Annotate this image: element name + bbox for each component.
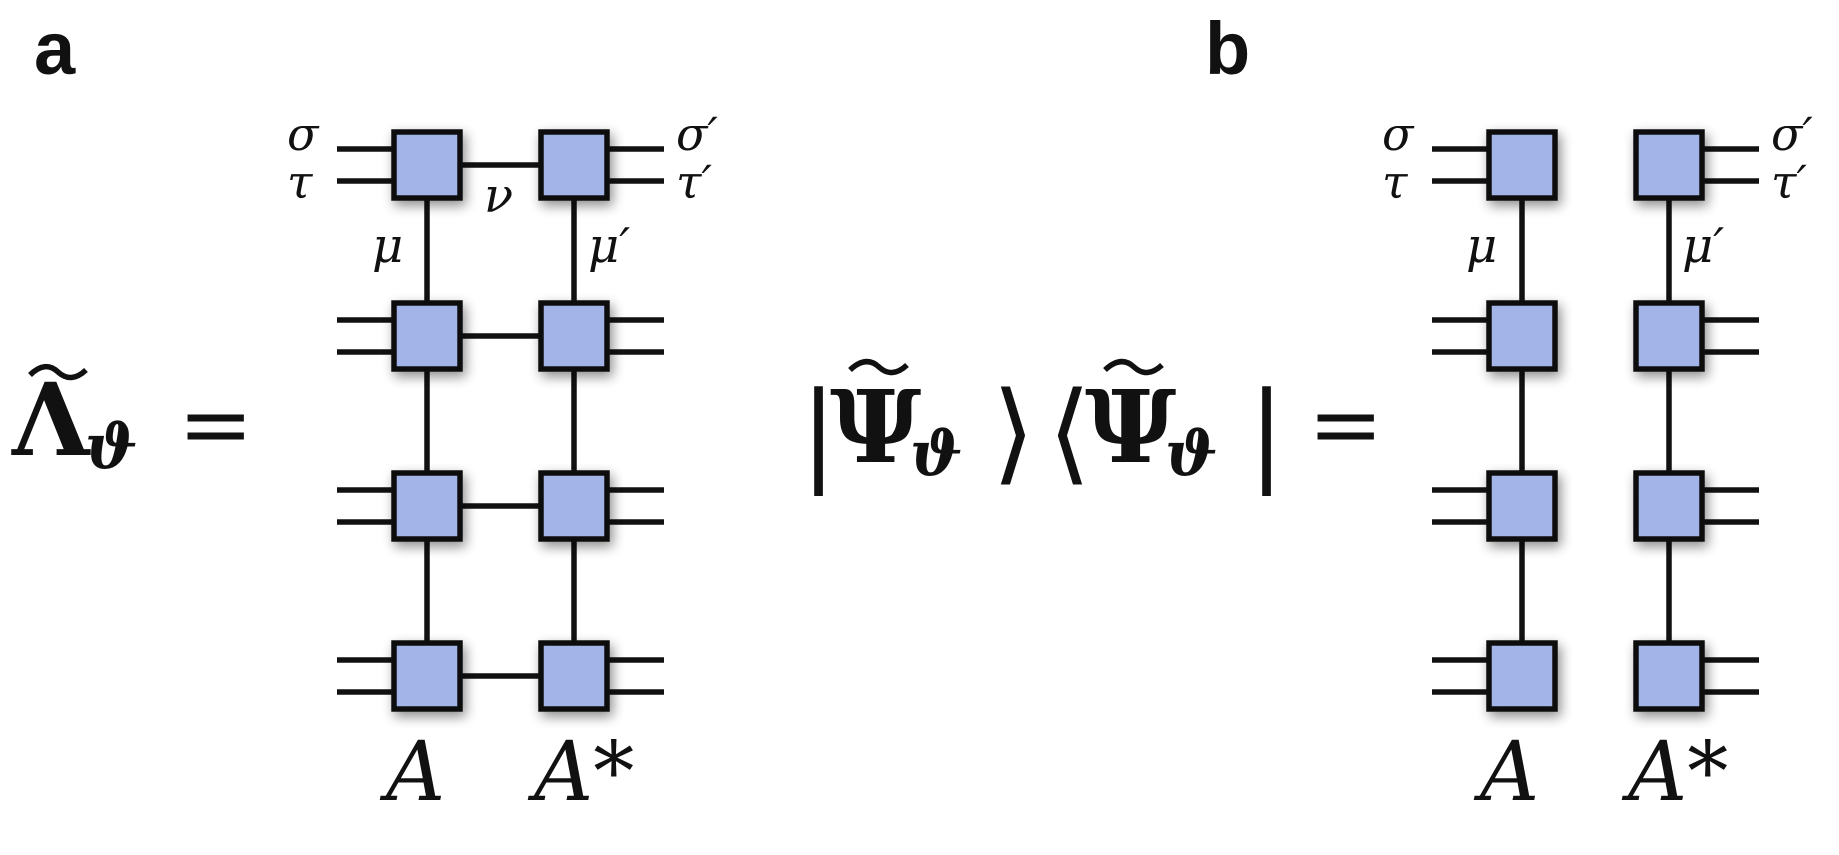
panel-b-lhs: | Ψ ϑ ⟩ ⟨ Ψ ϑ | = — [800, 359, 1383, 496]
equals-sign-b: = — [1308, 372, 1383, 477]
net-b-tensor-A-3 — [1486, 640, 1558, 712]
net-b-tensor-A-2 — [1486, 470, 1558, 542]
ket-close: ⟩ — [992, 368, 1035, 496]
psi-symbol-ket: Ψ — [830, 368, 921, 486]
panel-b-label: b — [1205, 7, 1250, 90]
tensor-network-a — [337, 129, 664, 712]
net-b-tensor-Astar-2 — [1633, 470, 1705, 542]
nu-label-a: ν — [484, 168, 513, 224]
mu-prime-label-b: μ′ — [1682, 218, 1724, 274]
net-a-tensor-Astar-0 — [538, 129, 610, 201]
bra-close: | — [1248, 368, 1285, 496]
mu-prime-label-a: μ′ — [588, 218, 630, 274]
column-label-Astar-b: A* — [1621, 725, 1728, 820]
mu-label-b: μ — [1466, 218, 1497, 274]
mu-label-a: μ — [372, 218, 403, 274]
psi-symbol-bra: Ψ — [1085, 368, 1176, 486]
net-b-tensor-Astar-0 — [1633, 129, 1705, 201]
bra-open: ⟨ — [1048, 368, 1091, 496]
tau-label-b: τ — [1382, 155, 1409, 209]
panel-a-label: a — [34, 7, 76, 90]
tensor-network-b — [1432, 129, 1759, 712]
tilde-mark-bra — [1103, 359, 1164, 376]
net-a-tensor-Astar-3 — [538, 640, 610, 712]
panel-a: a Λ ϑ = σ τ σ′ τ′ μ μ′ ν A A* — [11, 7, 718, 820]
lambda-symbol: Λ — [11, 361, 91, 479]
net-b-tensor-Astar-3 — [1633, 640, 1705, 712]
column-label-A-a: A — [379, 725, 445, 820]
net-b-tensor-Astar-1 — [1633, 300, 1705, 372]
panel-a-lhs: Λ ϑ = — [11, 361, 253, 483]
net-a-tensor-A-1 — [391, 300, 463, 372]
net-a-tensor-A-0 — [391, 129, 463, 201]
column-label-A-b: A — [1473, 725, 1539, 820]
net-a-tensor-A-3 — [391, 640, 463, 712]
net-a-tensor-Astar-1 — [538, 300, 610, 372]
equals-sign-a: = — [178, 372, 253, 477]
sigma-label-b: σ — [1382, 107, 1415, 161]
tilde-mark — [28, 364, 88, 381]
tau-prime-label-a: τ′ — [676, 155, 712, 209]
psi-subscript-bra: ϑ — [1165, 417, 1218, 490]
ket-open: | — [800, 368, 837, 496]
net-b-tensor-A-1 — [1486, 300, 1558, 372]
tau-prime-label-b: τ′ — [1771, 155, 1807, 209]
tau-label-a: τ — [287, 155, 314, 209]
sigma-prime-label-b: σ′ — [1771, 107, 1813, 161]
panel-b: b | Ψ ϑ ⟩ ⟨ Ψ ϑ | = σ τ σ′ τ′ μ μ′ A A* — [800, 7, 1813, 820]
sigma-prime-label-a: σ′ — [676, 107, 718, 161]
psi-subscript-ket: ϑ — [910, 417, 963, 490]
lambda-subscript: ϑ — [85, 410, 138, 483]
tilde-mark-ket — [848, 359, 909, 376]
net-a-tensor-A-2 — [391, 470, 463, 542]
sigma-label-a: σ — [287, 107, 320, 161]
net-b-tensor-A-0 — [1486, 129, 1558, 201]
column-label-Astar-a: A* — [527, 725, 634, 820]
net-a-tensor-Astar-2 — [538, 470, 610, 542]
